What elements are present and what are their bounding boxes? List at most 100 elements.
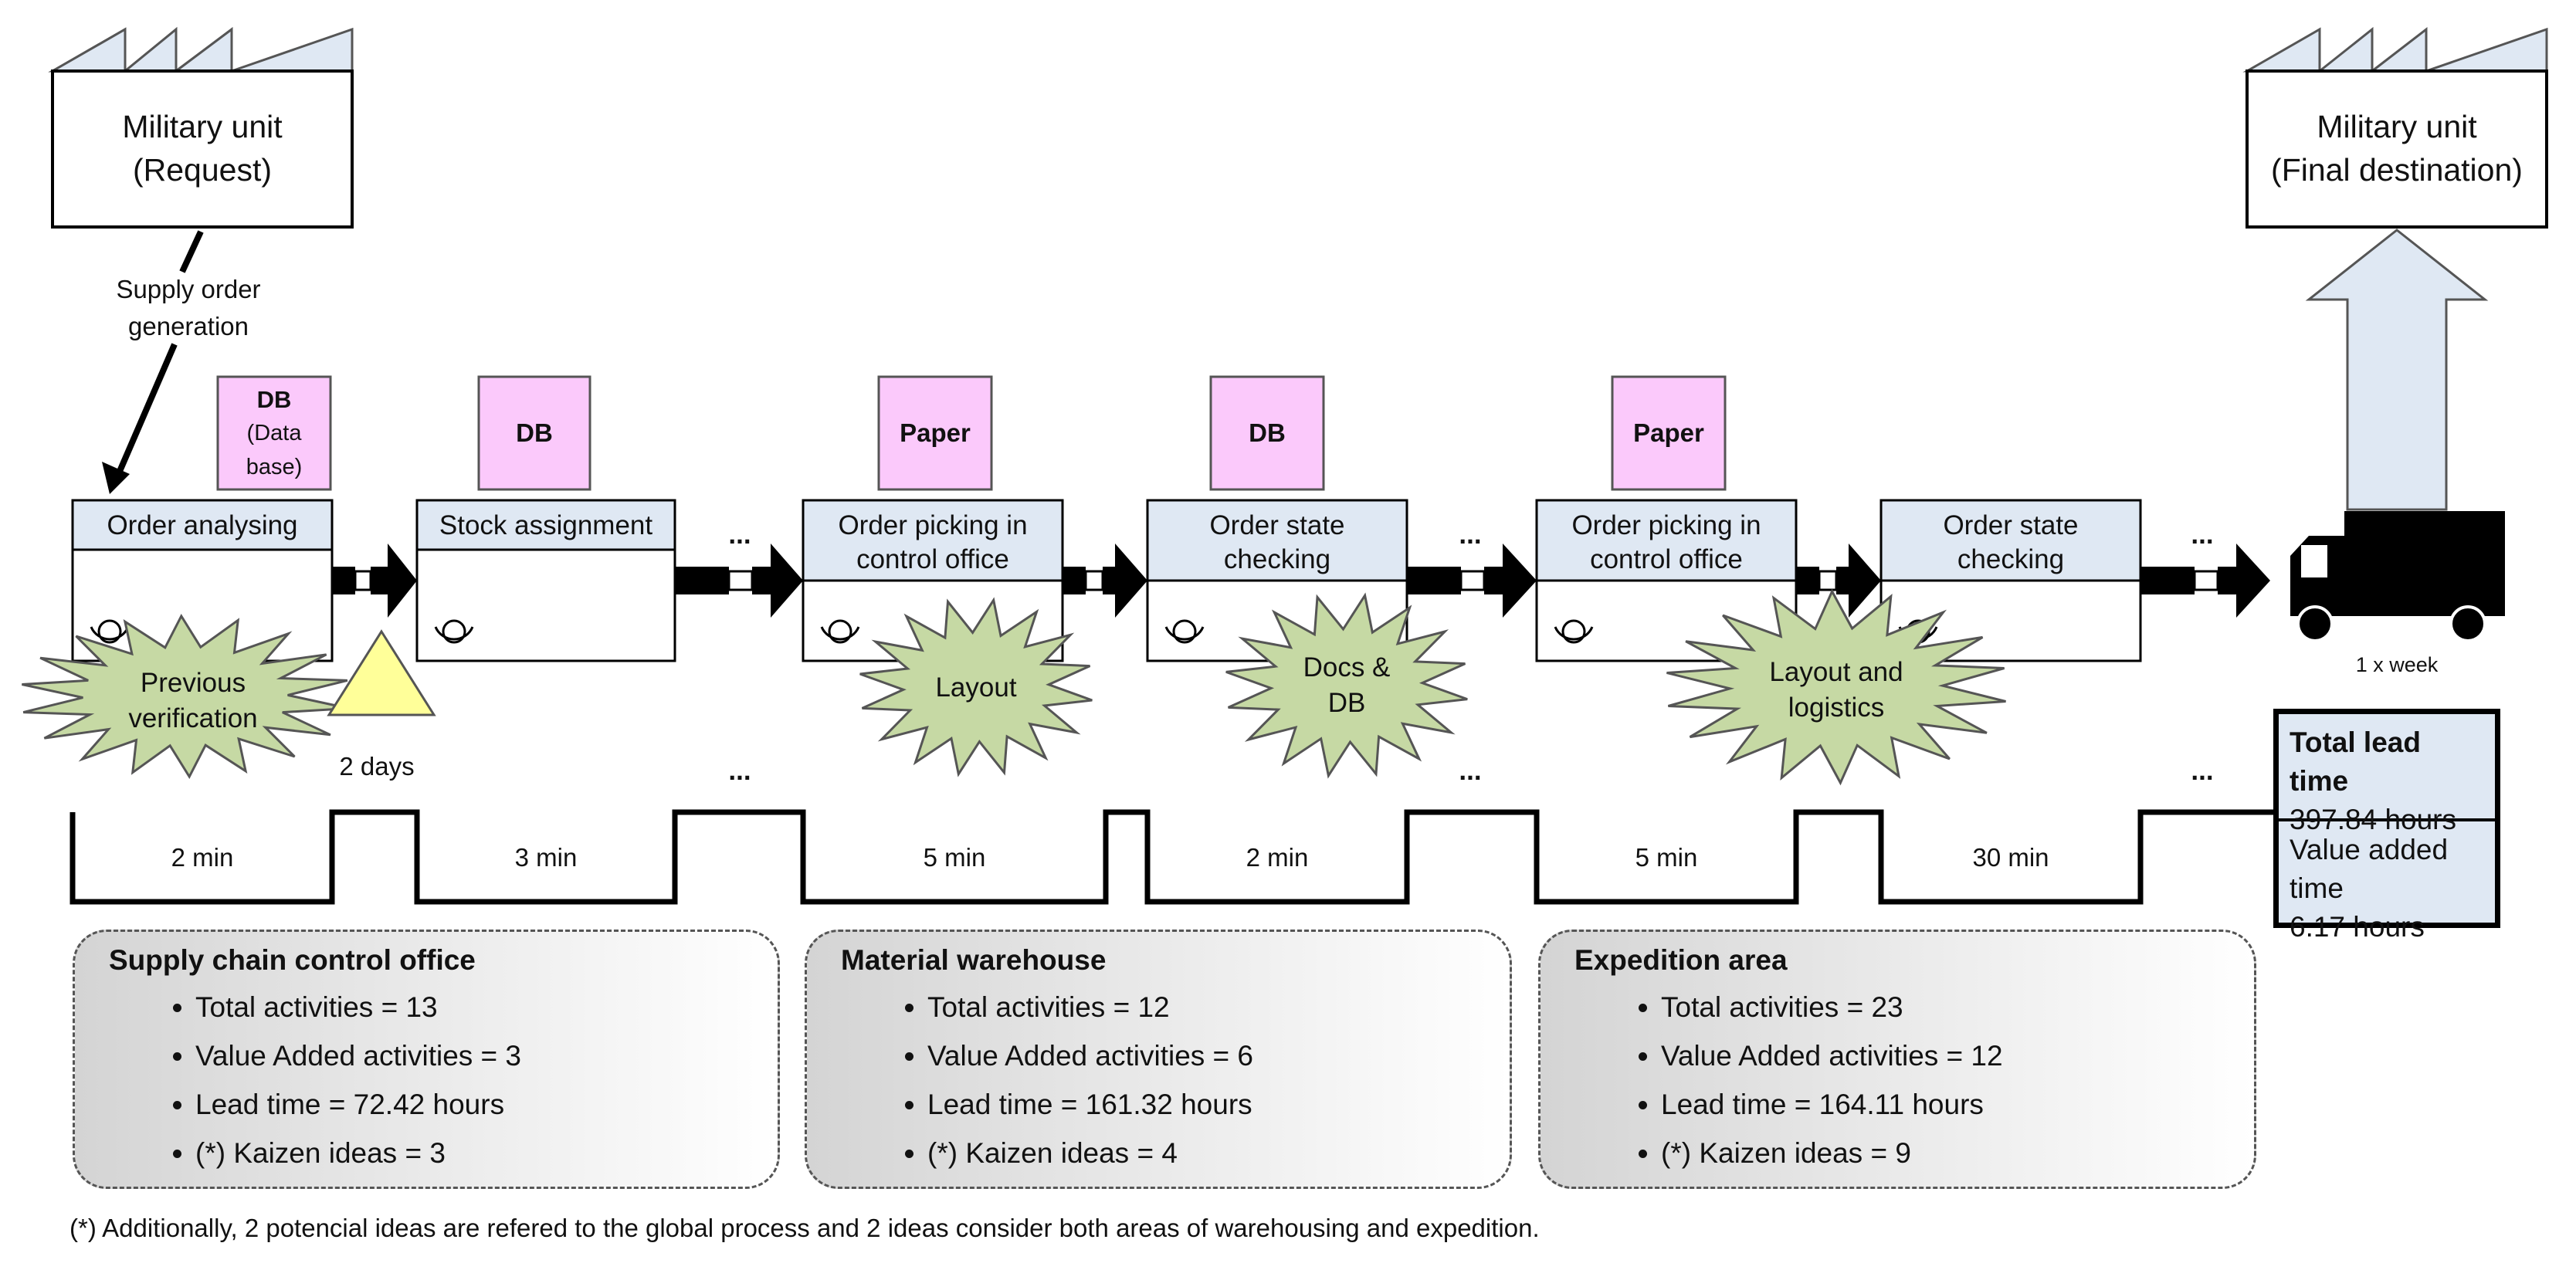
value-added-time-value: 6.17 hours <box>2290 911 2425 943</box>
kaizen-label: Layout and <box>1769 657 1903 687</box>
svg-text:base): base) <box>246 455 303 479</box>
svg-text:Paper: Paper <box>900 418 971 447</box>
info-box-db: DB (Data base) <box>216 375 332 491</box>
stat-item: Lead time = 164.11 hours <box>1661 1080 2220 1129</box>
shipment-arrow-icon <box>2305 229 2489 511</box>
process-label: control office <box>856 544 1009 574</box>
process-time: 2 min <box>1246 843 1309 872</box>
lead-time-box: Total lead time 397.84 hours Value added… <box>2273 709 2500 943</box>
kaizen-label: Layout <box>935 672 1016 703</box>
push-arrow-icon <box>1796 544 1881 618</box>
process-box-order-picking: Order picking in control office <box>802 499 1064 662</box>
svg-text:DB: DB <box>516 418 553 447</box>
process-label: Order picking in <box>1571 510 1761 540</box>
process-label: Order state <box>1209 510 1344 540</box>
area-title: Material warehouse <box>841 944 1107 976</box>
svg-text:DB: DB <box>1249 418 1286 447</box>
process-label: Stock assignment <box>439 510 653 540</box>
ellipsis: ... <box>728 756 751 786</box>
stat-item: Value Added activities = 6 <box>927 1031 1476 1080</box>
kaizen-burst-icon: Docs & DB <box>1225 592 1468 779</box>
stat-item: (*) Kaizen ideas = 9 <box>1661 1129 2220 1177</box>
push-arrow-icon <box>675 544 803 618</box>
process-time: 3 min <box>515 843 578 872</box>
process-label: checking <box>1224 544 1330 574</box>
push-arrow-icon <box>1407 544 1537 618</box>
inventory-triangle-icon <box>327 629 436 716</box>
area-panel-expedition-area: Expedition area Total activities = 23 Va… <box>1538 930 2256 1189</box>
kaizen-label: DB <box>1328 688 1366 718</box>
total-lead-time-section: Total lead time 397.84 hours <box>2279 714 2495 835</box>
destination-supplier-line1: Military unit <box>2317 109 2477 144</box>
supply-order-label-line2: generation <box>128 312 249 340</box>
area-title: Supply chain control office <box>109 944 476 976</box>
info-box-paper: Paper <box>1611 375 1727 491</box>
kaizen-burst-icon: Layout <box>859 597 1093 777</box>
info-box-paper: Paper <box>877 375 993 491</box>
process-label: control office <box>1590 544 1743 574</box>
process-box-order-analysing: Order analysing <box>71 499 334 662</box>
area-title: Expedition area <box>1574 944 1788 976</box>
stat-item: Total activities = 13 <box>195 983 744 1031</box>
destination-supplier-line2: (Final destination) <box>2271 152 2523 188</box>
process-time: 2 min <box>171 843 234 872</box>
operator-icon <box>434 619 474 644</box>
process-box-stock-assignment: Stock assignment <box>415 499 676 662</box>
source-supplier-line1: Military unit <box>122 109 283 144</box>
stat-item: (*) Kaizen ideas = 3 <box>195 1129 744 1177</box>
supply-order-label-line1: Supply order <box>116 275 260 303</box>
truck-icon <box>2290 511 2505 642</box>
operator-icon <box>1554 619 1594 644</box>
value-added-time-section: Value added time 6.17 hours <box>2279 818 2495 943</box>
supply-order-arrow <box>102 230 204 494</box>
ellipsis: ... <box>728 520 751 550</box>
value-added-time-label: Value added time <box>2290 834 2449 904</box>
svg-text:Paper: Paper <box>1633 418 1704 447</box>
operator-icon <box>820 619 860 644</box>
factory-icon <box>48 26 354 229</box>
ellipsis: ... <box>1459 756 1481 786</box>
ellipsis: ... <box>1459 520 1481 550</box>
process-label: Order picking in <box>838 510 1027 540</box>
stat-item: Lead time = 72.42 hours <box>195 1080 744 1129</box>
kaizen-burst-icon: Previous verification <box>22 613 349 780</box>
total-lead-time-value: 397.84 hours <box>2290 804 2457 835</box>
stat-item: Total activities = 12 <box>927 983 1476 1031</box>
info-box-db: DB <box>477 375 591 491</box>
area-stats-list: Total activities = 23 Value Added activi… <box>1574 983 2220 1177</box>
stat-item: Lead time = 161.32 hours <box>927 1080 1476 1129</box>
kaizen-label: Docs & <box>1303 652 1391 682</box>
process-label: Order analysing <box>107 510 297 540</box>
shipment-frequency: 1 x week <box>2356 653 2439 676</box>
push-arrow-icon <box>2140 544 2270 618</box>
info-box-db: DB <box>1209 375 1325 491</box>
area-stats-list: Total activities = 13 Value Added activi… <box>109 983 744 1177</box>
push-arrow-icon <box>1063 544 1147 618</box>
ellipsis: ... <box>2191 756 2213 786</box>
svg-text:DB: DB <box>257 386 292 413</box>
inventory-label: 2 days <box>339 752 414 781</box>
push-arrow-icon <box>332 544 417 618</box>
ellipsis: ... <box>2191 520 2213 550</box>
kaizen-label: verification <box>128 703 257 733</box>
stat-item: Total activities = 23 <box>1661 983 2220 1031</box>
svg-text:(Data: (Data <box>247 421 303 445</box>
footnote: (*) Additionally, 2 potencial ideas are … <box>69 1214 1540 1242</box>
process-time: 5 min <box>1635 843 1698 872</box>
process-box-order-state-checking: Order state checking <box>1146 499 1408 662</box>
area-panel-material-warehouse: Material warehouse Total activities = 12… <box>805 930 1512 1189</box>
kaizen-label: logistics <box>1788 693 1884 723</box>
total-lead-time-label: Total lead time <box>2290 726 2421 797</box>
stat-item: Value Added activities = 12 <box>1661 1031 2220 1080</box>
process-time: 5 min <box>924 843 986 872</box>
area-stats-list: Total activities = 12 Value Added activi… <box>841 983 1476 1177</box>
stat-item: Value Added activities = 3 <box>195 1031 744 1080</box>
kaizen-burst-icon: Layout and logistics <box>1666 588 2006 786</box>
process-label: Order state <box>1943 510 2078 540</box>
area-panel-supply-chain-control-office: Supply chain control office Total activi… <box>73 930 780 1189</box>
operator-icon <box>90 619 130 644</box>
timeline-ladder <box>69 809 2273 905</box>
factory-icon <box>2242 26 2548 229</box>
